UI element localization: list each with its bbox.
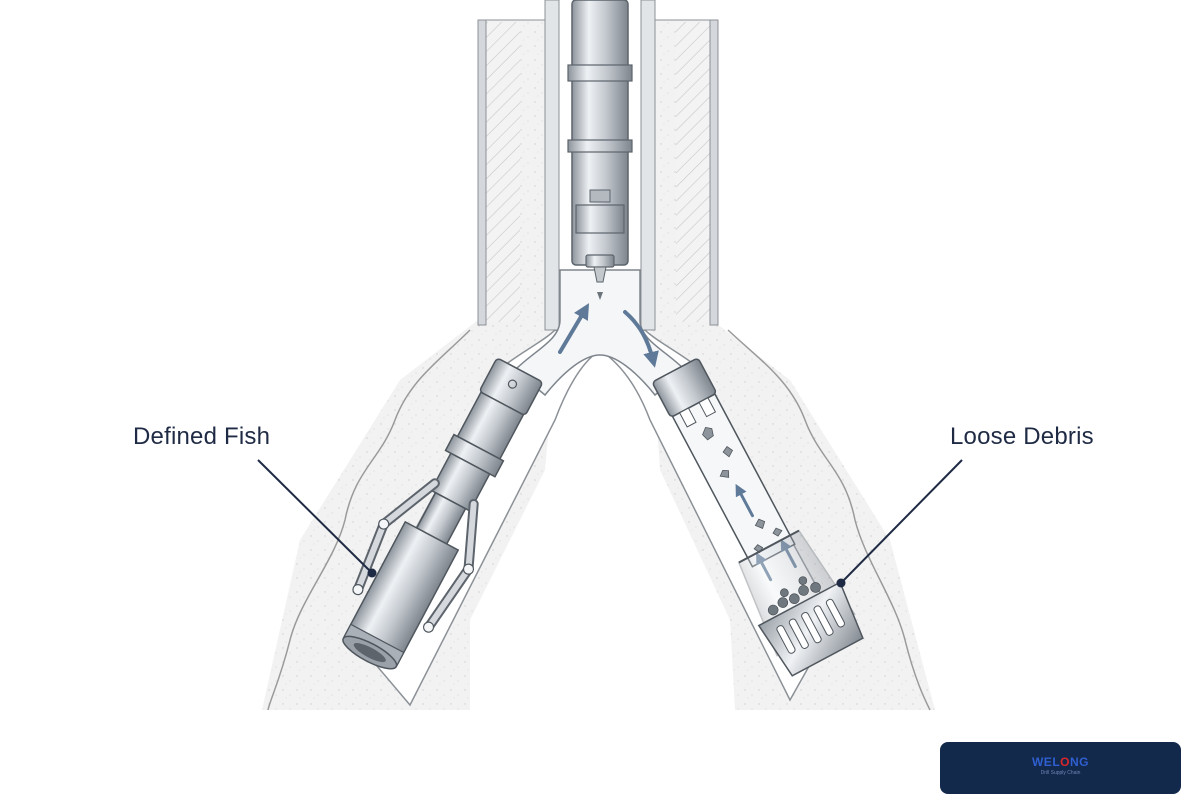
junction-tube (513, 269, 687, 397)
brand-logo-tagline: Drill Supply Chain (1040, 770, 1081, 776)
main-string-tool (567, 0, 633, 300)
debris-pieces (702, 426, 783, 554)
label-loose-debris: Loose Debris (950, 423, 1094, 450)
leader-dot-right (836, 578, 846, 588)
brand-logo-badge: WELONG Drill Supply Chain (940, 742, 1181, 794)
leader-lines (257, 459, 963, 588)
leader-line-left (257, 459, 372, 573)
leader-line-right (841, 459, 963, 583)
casing (477, 0, 719, 331)
label-defined-fish: Defined Fish (133, 423, 271, 450)
junk-basket-tool (652, 358, 864, 677)
flow-arrows (558, 303, 659, 368)
brand-logo-text: WELONG (1031, 755, 1089, 769)
leader-dot-left (367, 568, 377, 578)
fishing-overshot-tool (342, 358, 543, 670)
